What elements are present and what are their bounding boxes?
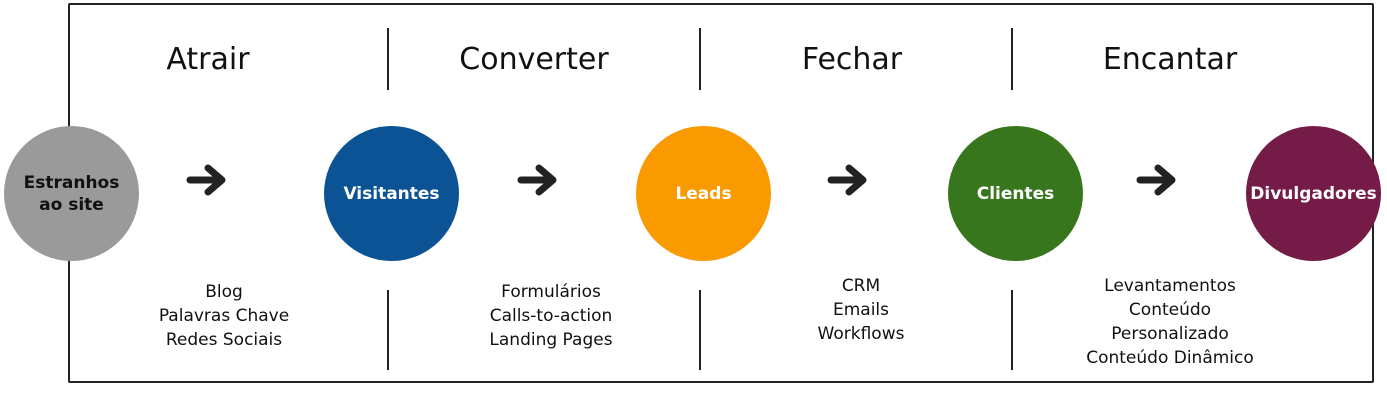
tactic-item: Workflows — [817, 324, 905, 344]
arrow-right-icon — [1136, 164, 1176, 196]
node-leads: Leads — [636, 126, 771, 261]
tactics-encantar: Levantamentos Conteúdo Personalizado Con… — [1040, 274, 1300, 370]
tactic-item: Conteúdo Dinâmico — [1086, 348, 1254, 368]
node-visitantes: Visitantes — [324, 126, 459, 261]
node-label: Leads — [675, 183, 732, 204]
node-divulgadores: Divulgadores — [1246, 126, 1381, 261]
arrow-right-icon — [517, 164, 557, 196]
divider-1-top — [387, 28, 389, 90]
tactic-item: Emails — [832, 300, 890, 320]
node-estranhos: Estranhos ao site — [4, 126, 139, 261]
tactic-item: Calls-to-action — [489, 306, 613, 326]
node-clientes: Clientes — [948, 126, 1083, 261]
node-label: Visitantes — [343, 183, 440, 204]
divider-2-bottom — [699, 290, 701, 370]
tactic-item: Conteúdo — [1128, 300, 1212, 320]
tactic-item: Blog — [205, 282, 243, 302]
node-label: Divulgadores — [1250, 183, 1377, 204]
node-label: Estranhos ao site — [23, 172, 120, 215]
tactic-item: Formulários — [501, 282, 601, 302]
tactic-item: Palavras Chave — [158, 306, 290, 326]
tactic-item: Landing Pages — [489, 330, 613, 350]
tactics-fechar: CRM Emails Workflows — [731, 274, 991, 346]
tactics-converter: Formulários Calls-to-action Landing Page… — [421, 280, 681, 352]
stage-title-atrair: Atrair — [166, 42, 250, 77]
stage-title-fechar: Fechar — [801, 42, 903, 77]
tactic-item: CRM — [841, 276, 881, 296]
tactics-atrair: Blog Palavras Chave Redes Sociais — [94, 280, 354, 352]
divider-3-top — [1011, 28, 1013, 90]
arrow-right-icon — [186, 164, 226, 196]
tactic-item: Levantamentos — [1104, 276, 1236, 296]
divider-1-bottom — [387, 290, 389, 370]
stage-title-converter: Converter — [459, 42, 609, 77]
tactic-item: Redes Sociais — [165, 330, 283, 350]
divider-3-bottom — [1011, 290, 1013, 370]
stage-title-encantar: Encantar — [1102, 42, 1238, 77]
arrow-right-icon — [827, 164, 867, 196]
divider-2-top — [699, 28, 701, 90]
tactic-item: Personalizado — [1111, 324, 1229, 344]
node-label: Clientes — [976, 183, 1055, 204]
